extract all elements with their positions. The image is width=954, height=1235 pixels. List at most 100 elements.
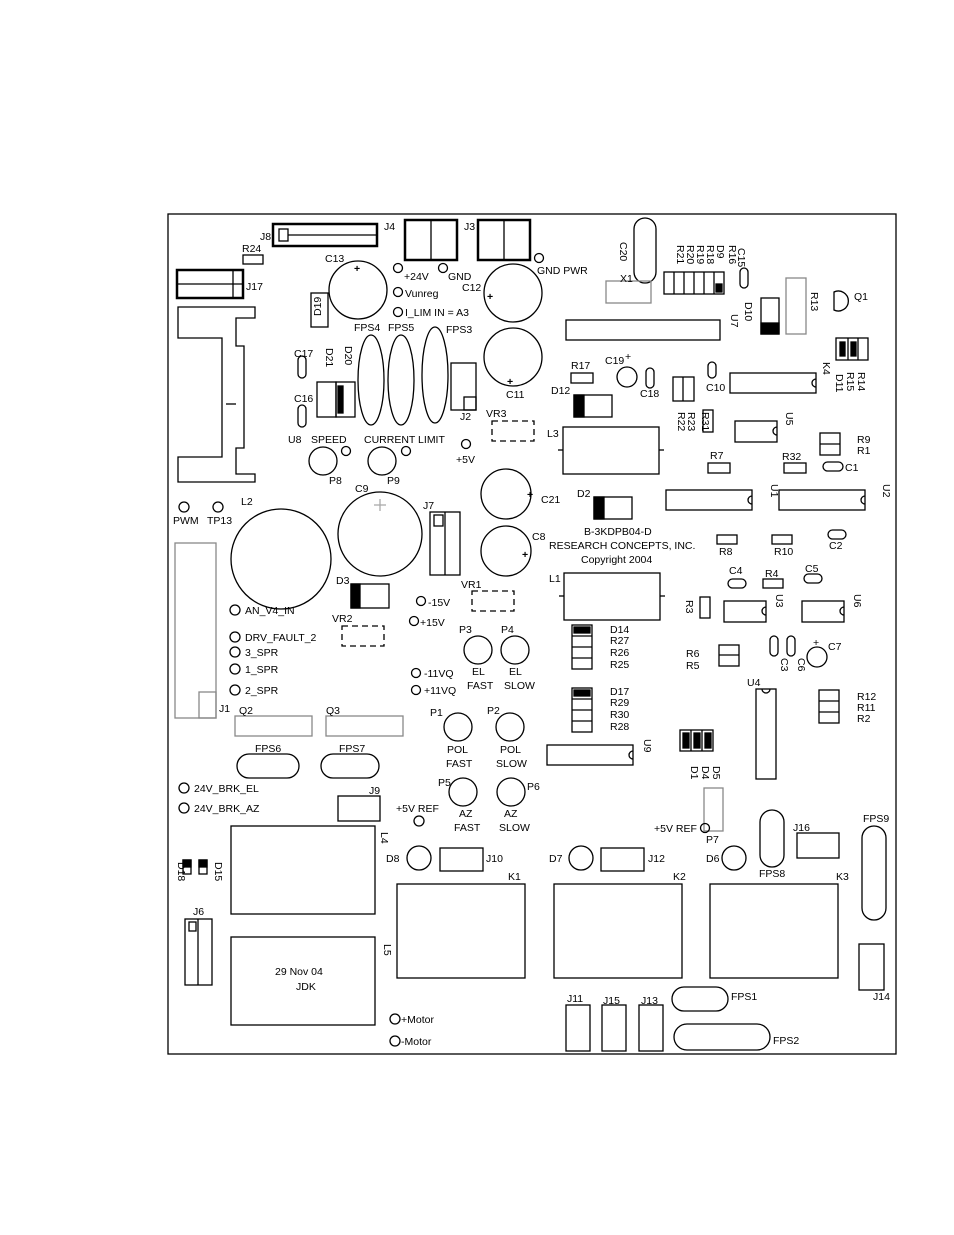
u2-chip <box>778 489 866 511</box>
testpoint-m15v <box>415 595 427 607</box>
q3-transistor <box>325 715 404 737</box>
label-fps3: FPS3 <box>446 324 472 336</box>
label-d7: D7 <box>549 853 563 865</box>
c12-plus: + <box>487 291 493 303</box>
r31-resistor <box>702 409 714 433</box>
label-j8: J8 <box>260 231 271 243</box>
p4-el-slow-pot <box>500 635 530 665</box>
label-fps6: FPS6 <box>255 743 281 755</box>
c21-capacitor <box>480 468 532 520</box>
p1-pol-fast-pot <box>443 712 473 742</box>
j15-connector <box>601 1004 627 1052</box>
d10-diode <box>760 297 780 335</box>
j7-connector <box>429 511 461 576</box>
label-24v: +24V <box>404 271 429 283</box>
label-d6: D6 <box>706 853 720 865</box>
label-current-limit: CURRENT LIMIT <box>364 434 445 446</box>
label-r26: R26 <box>610 647 629 659</box>
c7-capacitor <box>806 646 828 668</box>
testpoint-1-spr <box>229 663 241 675</box>
label-j12: J12 <box>648 853 665 865</box>
x1-crystal <box>605 280 652 304</box>
label-l3: L3 <box>547 428 559 440</box>
label-pol-1: POL <box>447 744 468 756</box>
label-d20: D20 <box>342 346 354 365</box>
u9-chip <box>546 744 634 766</box>
label-l5: L5 <box>381 944 393 956</box>
c5-capacitor <box>803 573 823 584</box>
board-company: RESEARCH CONCEPTS, INC. <box>549 540 695 552</box>
label-r7: R7 <box>710 450 724 462</box>
testpoint-gnd <box>437 262 449 274</box>
label-d15: D15 <box>212 862 224 881</box>
c17-capacitor <box>297 355 307 379</box>
label-d17: D17 <box>610 686 629 698</box>
c15-capacitor <box>739 267 749 289</box>
l3-inductor <box>562 426 660 475</box>
label-m-motor: -Motor <box>401 1036 432 1048</box>
testpoint-drv-fault-2 <box>229 631 241 643</box>
resistor-array-r18-r21 <box>663 271 725 295</box>
label-vr2: VR2 <box>332 613 353 625</box>
label-r8: R8 <box>719 546 733 558</box>
q1-transistor <box>833 290 850 312</box>
label-r22: R22 <box>675 412 687 431</box>
label-j10: J10 <box>486 853 503 865</box>
u6-chip <box>801 600 845 623</box>
label-el-1: EL <box>472 666 485 678</box>
label-d8: D8 <box>386 853 400 865</box>
j17-connector <box>175 268 245 300</box>
label-drv-fault-2: DRV_FAULT_2 <box>245 632 317 644</box>
label-p4: P4 <box>501 624 514 636</box>
testpoint-24v-brk-el <box>178 782 190 794</box>
testpoint-vunreg <box>392 286 404 298</box>
p7-connector <box>703 787 724 832</box>
d8-diode <box>406 845 432 871</box>
label-l1: L1 <box>549 573 561 585</box>
fps6-fuse <box>236 753 300 779</box>
label-u3: U3 <box>773 594 785 608</box>
d12-diode <box>573 394 613 418</box>
label-r18: R18 <box>704 245 716 264</box>
label-j9: J9 <box>369 785 380 797</box>
label-fast-3: FAST <box>454 822 481 834</box>
u1-chip <box>665 489 753 511</box>
label-vunreg: Vunreg <box>405 288 439 300</box>
fps2-fuse <box>673 1023 771 1051</box>
label-u1: U1 <box>768 484 780 498</box>
label-k4: K4 <box>820 362 832 375</box>
testpoint-ilim <box>392 306 404 318</box>
label-c1: C1 <box>845 462 859 474</box>
label-r21: R21 <box>674 245 686 264</box>
label-q3: Q3 <box>326 705 340 717</box>
k1-relay <box>396 883 526 979</box>
testpoint-p11vq <box>410 684 422 696</box>
label-c12: C12 <box>462 282 481 294</box>
label-c5: C5 <box>805 563 819 575</box>
label-p7: P7 <box>706 834 719 846</box>
c9-capacitor <box>337 491 423 577</box>
testpoint-pwm <box>178 501 190 513</box>
label-r11: R11 <box>857 702 876 714</box>
j13-connector <box>638 1004 664 1052</box>
label-j4: J4 <box>384 221 395 233</box>
fps9-fuse <box>861 825 887 921</box>
c11-plus: + <box>507 376 513 388</box>
label-c6: C6 <box>795 658 807 672</box>
label-d1: D1 <box>688 766 700 780</box>
label-ilim: I_LIM IN = A3 <box>405 307 469 319</box>
label-tp13: TP13 <box>207 515 232 527</box>
label-j15: J15 <box>603 995 620 1007</box>
label-2-spr: 2_SPR <box>245 685 279 697</box>
label-r28: R28 <box>610 721 629 733</box>
label-gnd: GND <box>448 271 472 283</box>
r24-resistor <box>242 254 264 265</box>
board-outline <box>167 213 897 1055</box>
label-az-2: AZ <box>504 808 518 820</box>
c2-capacitor <box>827 529 847 540</box>
label-j2: J2 <box>460 411 471 423</box>
c8-capacitor <box>480 525 532 577</box>
c18-capacitor <box>645 367 655 389</box>
label-1-spr: 1_SPR <box>245 664 279 676</box>
c4-capacitor <box>727 578 747 589</box>
